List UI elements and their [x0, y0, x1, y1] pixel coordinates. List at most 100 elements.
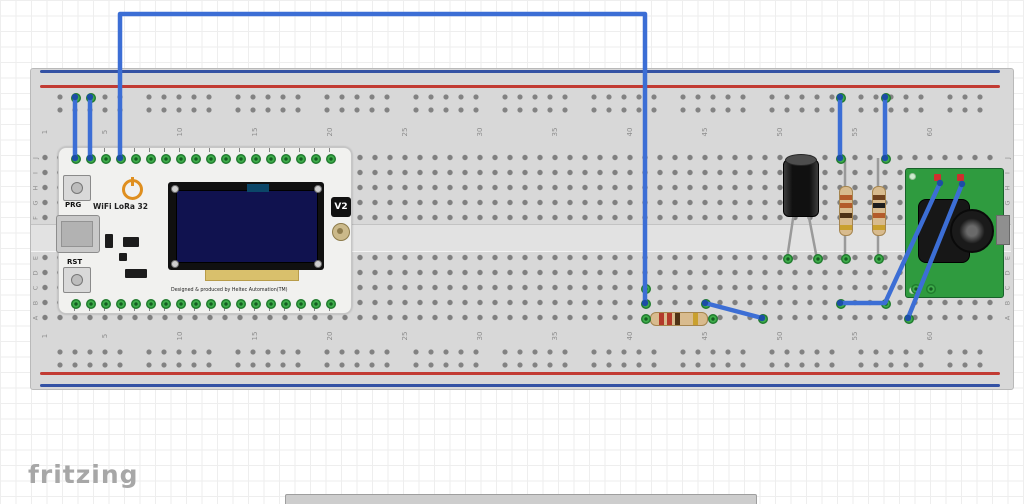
connected-hole — [813, 254, 823, 264]
connected-hole — [701, 299, 711, 309]
connected-hole — [236, 299, 246, 309]
connected-hole — [281, 299, 291, 309]
prg-label: PRG — [65, 201, 82, 209]
column-label: 40 — [626, 127, 634, 137]
ic-chip — [105, 234, 113, 248]
bottom-rail-holes-row1[interactable] — [53, 345, 983, 359]
column-label: 30 — [476, 127, 484, 137]
bottom-rail-holes-row2[interactable] — [53, 358, 983, 372]
connected-hole — [221, 299, 231, 309]
rst-button — [63, 267, 91, 293]
connected-hole — [206, 154, 216, 164]
row-letter: A — [31, 315, 40, 321]
row-letter: B — [31, 300, 40, 306]
connected-hole — [206, 299, 216, 309]
oled-driver-tab — [247, 184, 269, 192]
column-label: 25 — [401, 331, 409, 341]
column-label: 40 — [626, 331, 634, 341]
pin-labels-bottom — [74, 307, 332, 311]
resistor-horizontal[interactable] — [650, 312, 708, 326]
resistor-band — [873, 213, 885, 218]
connected-hole — [86, 154, 96, 164]
row-letter: C — [31, 285, 40, 291]
bottom-rail-positive-line — [40, 372, 1000, 375]
connected-hole — [236, 154, 246, 164]
pcb-mount-hole — [909, 173, 916, 180]
connected-hole — [311, 299, 321, 309]
row-letter: E — [1003, 255, 1012, 261]
electrolytic-capacitor[interactable] — [783, 159, 819, 217]
top-rail-positive-line — [40, 85, 1000, 88]
column-label: 60 — [926, 127, 934, 137]
connected-hole — [146, 299, 156, 309]
resistor-band — [873, 225, 885, 230]
resistor-band — [693, 313, 698, 325]
solder-pad — [957, 174, 964, 181]
horizontal-scrollbar-thumb[interactable] — [285, 494, 757, 504]
connected-hole — [86, 93, 96, 103]
rst-label: RST — [67, 258, 83, 266]
column-label: 10 — [176, 127, 184, 137]
antenna-connector-pin — [337, 228, 343, 234]
top-rail-holes-row2[interactable] — [53, 103, 983, 117]
connected-hole — [874, 254, 884, 264]
row-letter: J — [1003, 157, 1012, 159]
resistor-band — [659, 313, 664, 325]
column-label: 5 — [101, 333, 109, 339]
oled-screw-hole — [171, 185, 179, 193]
heltec-wifi-lora-32-board[interactable]: PRG WiFi LoRa 32 RST V2 Designed & produ… — [56, 147, 352, 314]
row-letter: I — [1003, 172, 1012, 174]
row-letter: G — [31, 200, 40, 206]
connected-hole — [836, 154, 846, 164]
row-letter: A — [1003, 315, 1012, 321]
resistor-band — [840, 225, 852, 230]
connected-hole — [176, 154, 186, 164]
top-rail-negative-line — [40, 70, 1000, 73]
resistor-vertical-1[interactable] — [839, 186, 853, 236]
connected-hole — [71, 299, 81, 309]
connected-hole — [266, 299, 276, 309]
column-label: 15 — [251, 127, 259, 137]
connected-hole — [926, 284, 936, 294]
connected-hole — [326, 299, 336, 309]
connected-hole — [251, 299, 261, 309]
connected-hole — [191, 299, 201, 309]
connected-hole — [86, 299, 96, 309]
prg-button — [63, 175, 91, 201]
connected-hole — [131, 154, 141, 164]
row-letter: H — [31, 185, 40, 191]
power-icon-bar — [131, 177, 134, 186]
solder-pad — [934, 174, 941, 181]
connected-hole — [311, 154, 321, 164]
connected-hole — [146, 154, 156, 164]
resistor-vertical-2[interactable] — [872, 186, 886, 236]
audio-jack-module[interactable] — [905, 168, 1010, 298]
connected-hole — [641, 284, 651, 294]
resistor-band — [667, 313, 672, 325]
column-label: 45 — [701, 127, 709, 137]
connected-hole — [116, 154, 126, 164]
connected-hole — [71, 154, 81, 164]
bottom-rail-negative-line — [40, 384, 1000, 387]
connected-hole — [116, 299, 126, 309]
column-label: 35 — [551, 127, 559, 137]
connected-hole — [161, 299, 171, 309]
connected-hole — [836, 93, 846, 103]
connected-hole — [101, 299, 111, 309]
column-label: 5 — [101, 129, 109, 135]
connected-hole — [641, 314, 651, 324]
oled-screw-hole — [314, 185, 322, 193]
row-letter: G — [1003, 200, 1012, 206]
connected-hole — [881, 299, 891, 309]
resistor-band — [675, 313, 680, 325]
oled-display — [168, 182, 324, 270]
column-label: 45 — [701, 331, 709, 341]
column-label: 60 — [926, 331, 934, 341]
board-credit-text: Designed & produced by Heltec Automation… — [171, 287, 288, 293]
row-letter: D — [1003, 270, 1012, 276]
column-label: 35 — [551, 331, 559, 341]
connected-hole — [161, 154, 171, 164]
connected-hole — [296, 299, 306, 309]
pin-labels-top — [74, 148, 332, 152]
